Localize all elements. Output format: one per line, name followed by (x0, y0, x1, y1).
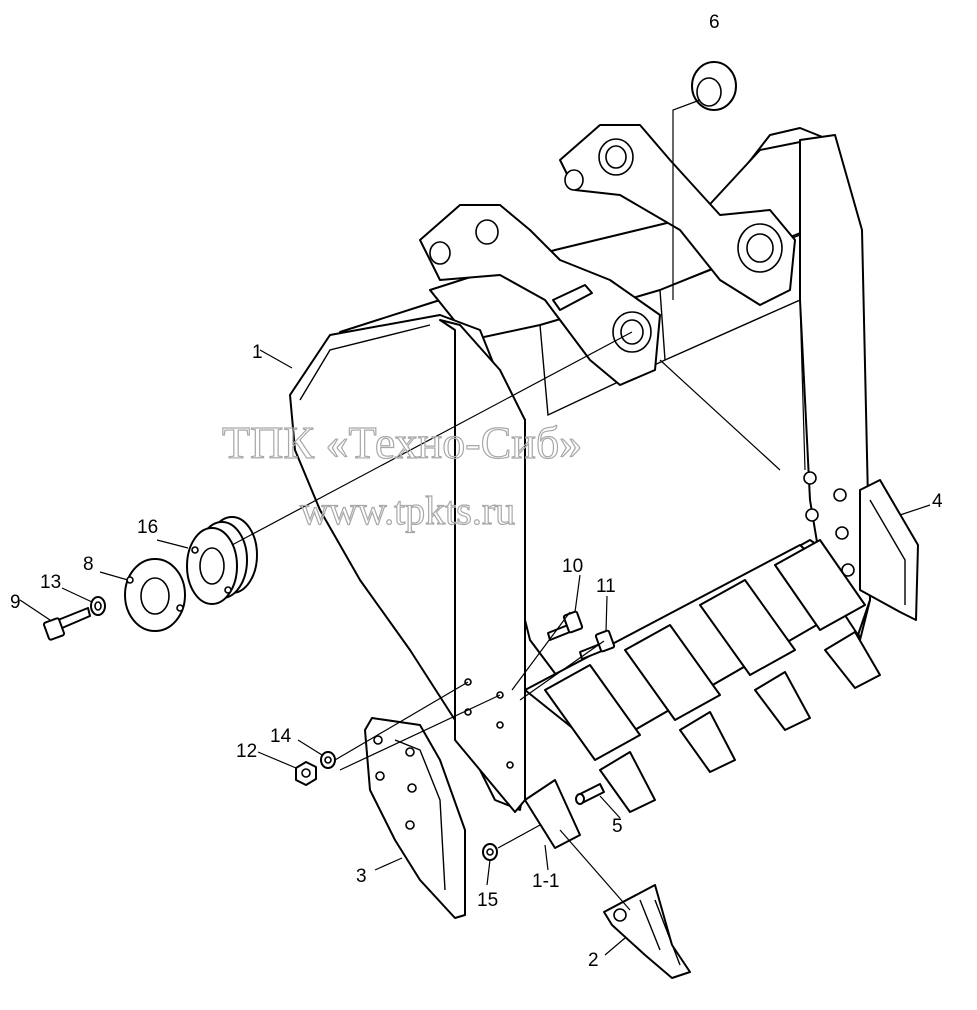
callout-14: 14 (270, 726, 292, 747)
part-12-nut (295, 761, 317, 786)
callout-12: 12 (236, 741, 257, 762)
callout-15: 15 (477, 890, 498, 911)
bucket-body (289, 124, 881, 849)
watermark-company: ТПК «Техно-Сиб» (222, 417, 582, 468)
callout-1-1: 1-1 (532, 871, 559, 892)
callout-1: 1 (252, 342, 263, 363)
part-3-left-side-cutter (364, 717, 466, 919)
part-8-washer-plate (124, 558, 186, 632)
part-10-bolt (547, 610, 584, 641)
callout-5: 5 (612, 816, 623, 837)
callout-3: 3 (356, 866, 367, 887)
part-9-bolt (42, 607, 91, 641)
part-4-right-side-cutter (859, 479, 919, 621)
part-15-washer (482, 843, 498, 861)
callout-10: 10 (562, 556, 583, 577)
callout-16: 16 (137, 517, 158, 538)
part-5-pin (575, 783, 605, 805)
part-14-washer (320, 751, 336, 769)
part-16-shim-stack (186, 516, 258, 605)
part-13-washer (90, 596, 106, 616)
callout-13: 13 (40, 572, 61, 593)
callout-11: 11 (596, 576, 616, 597)
callout-9: 9 (10, 592, 21, 613)
callout-4: 4 (932, 491, 943, 512)
callout-8: 8 (83, 554, 94, 575)
callout-2: 2 (588, 950, 599, 971)
part-6-bushing (691, 61, 737, 111)
part-2-tooth (603, 884, 691, 979)
callout-6: 6 (709, 12, 720, 33)
leader-lines (19, 99, 931, 956)
watermark-url: www.tpkts.ru (300, 488, 515, 533)
part-11-bolt (579, 629, 616, 660)
